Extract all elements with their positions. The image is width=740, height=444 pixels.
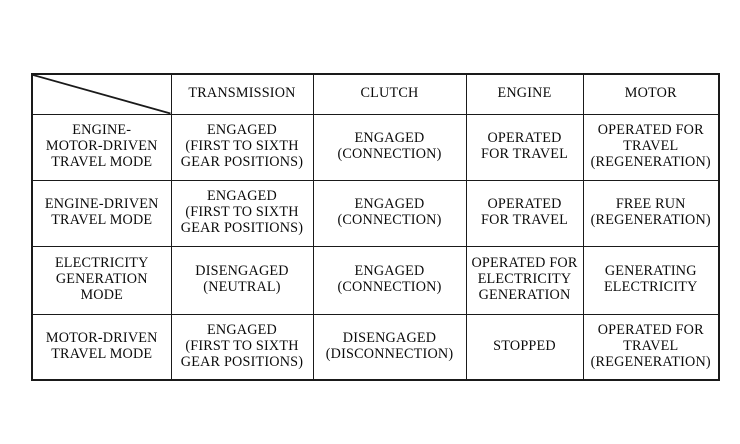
column-header-clutch: CLUTCH: [312, 73, 467, 115]
column-header-engine: ENGINE: [465, 73, 584, 115]
row-header-mode: ENGINE-DRIVEN TRAVEL MODE: [44, 196, 159, 228]
cell-transmission: DISENGAGED (NEUTRAL): [195, 263, 289, 295]
corner-cell-diagonal: [31, 73, 172, 115]
table-row: MOTOR-DRIVEN TRAVEL MODE ENGAGED (FIRST …: [31, 313, 720, 381]
column-header-motor: MOTOR: [582, 73, 720, 115]
column-header-transmission: TRANSMISSION: [170, 73, 314, 115]
cell-motor: OPERATED FOR TRAVEL (REGENERATION): [590, 321, 711, 370]
diagonal-divider-icon: [33, 75, 171, 114]
cell-engine: OPERATED FOR TRAVEL: [480, 196, 568, 228]
cell-clutch: ENGAGED (CONNECTION): [337, 263, 442, 295]
cell-clutch: DISENGAGED (DISCONNECTION): [325, 329, 454, 362]
cell-motor: GENERATING ELECTRICITY: [603, 263, 698, 295]
cell-transmission: ENGAGED (FIRST TO SIXTH GEAR POSITIONS): [180, 122, 304, 170]
cell-engine: STOPPED: [493, 337, 556, 354]
mode-table-container: TRANSMISSION CLUTCH ENGINE MOTOR ENGINE-…: [31, 73, 720, 381]
operating-mode-table: TRANSMISSION CLUTCH ENGINE MOTOR ENGINE-…: [31, 73, 720, 381]
row-header-mode: ELECTRICITY GENERATION MODE: [54, 255, 149, 303]
cell-transmission: ENGAGED (FIRST TO SIXTH GEAR POSITIONS): [180, 321, 304, 370]
cell-clutch: ENGAGED (CONNECTION): [337, 196, 442, 228]
cell-motor: OPERATED FOR TRAVEL (REGENERATION): [590, 122, 711, 170]
table-row: ELECTRICITY GENERATION MODE DISENGAGED (…: [31, 245, 720, 315]
row-header-mode: MOTOR-DRIVEN TRAVEL MODE: [45, 329, 158, 362]
table-row: ENGINE- MOTOR-DRIVEN TRAVEL MODE ENGAGED…: [31, 113, 720, 181]
cell-clutch: ENGAGED (CONNECTION): [337, 130, 442, 162]
row-header-mode: ENGINE- MOTOR-DRIVEN TRAVEL MODE: [45, 122, 158, 170]
table-header-row: TRANSMISSION CLUTCH ENGINE MOTOR: [31, 73, 720, 115]
cell-motor: FREE RUN (REGENERATION): [590, 196, 711, 228]
cell-engine: OPERATED FOR ELECTRICITY GENERATION: [471, 255, 578, 303]
cell-engine: OPERATED FOR TRAVEL: [480, 130, 568, 162]
cell-transmission: ENGAGED (FIRST TO SIXTH GEAR POSITIONS): [180, 188, 304, 236]
table-row: ENGINE-DRIVEN TRAVEL MODE ENGAGED (FIRST…: [31, 179, 720, 247]
